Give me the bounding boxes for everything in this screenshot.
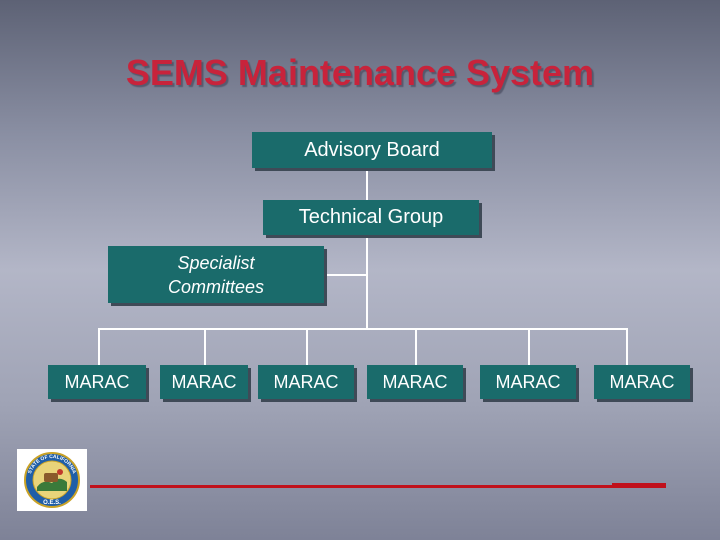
marac-box-3: MARAC [258,365,354,399]
oes-seal-logo: STATE OF CALIFORNIA O.E.S. [17,449,87,511]
connector-marac-bus [98,328,628,330]
connector-drop-1 [98,328,100,368]
specialist-committees-box: Specialist Committees [108,246,324,303]
marac-label: MARAC [495,371,561,392]
marac-label: MARAC [64,371,130,392]
connector-drop-3 [306,328,308,368]
connector-specialist-branch [324,274,367,276]
connector-trunk [366,166,368,329]
marac-box-5: MARAC [480,365,576,399]
connector-drop-5 [528,328,530,368]
connector-drop-2 [204,328,206,368]
connector-drop-6 [626,328,628,368]
connector-drop-4 [415,328,417,368]
marac-label: MARAC [609,371,675,392]
footer-accent-bar-end [612,483,666,488]
advisory-board-label: Advisory Board [304,138,440,161]
seal-text-bottom: O.E.S. [43,500,61,506]
state-seal-icon: STATE OF CALIFORNIA O.E.S. [24,452,80,508]
marac-label: MARAC [273,371,339,392]
slide-title: SEMS Maintenance System [125,52,595,93]
specialist-committees-label-line2: Committees [167,276,265,297]
marac-box-4: MARAC [367,365,463,399]
technical-group-box: Technical Group [263,200,479,235]
marac-box-6: MARAC [594,365,690,399]
advisory-board-box: Advisory Board [252,132,492,168]
marac-box-1: MARAC [48,365,146,399]
marac-label: MARAC [171,371,237,392]
footer-accent-bar [90,485,666,488]
marac-label: MARAC [382,371,448,392]
specialist-committees-label-line1: Specialist [177,252,255,273]
marac-box-2: MARAC [160,365,248,399]
technical-group-label: Technical Group [298,206,444,228]
